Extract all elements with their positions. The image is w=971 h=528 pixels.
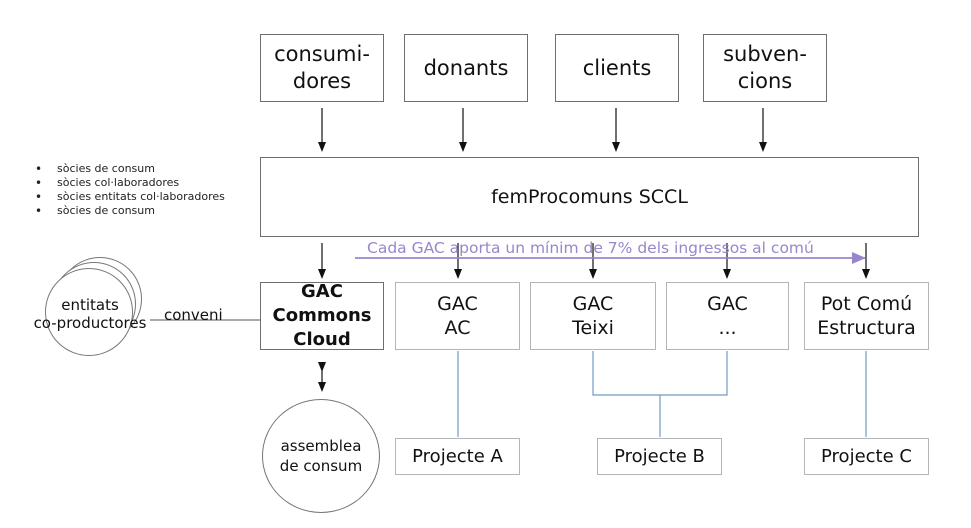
member-type-item: sòcies de consum xyxy=(35,204,225,218)
cooperative-name: femProcomuns SCCL xyxy=(491,186,688,208)
gac-etc: GAC... xyxy=(666,282,789,350)
contribution-note: Cada GAC aporta un mínim de 7% dels ingr… xyxy=(367,239,814,257)
source-clients: clients xyxy=(555,34,679,102)
cooperative-box: femProcomuns SCCL xyxy=(260,157,919,237)
projecte-c: Projecte C xyxy=(804,438,929,475)
projecte-a: Projecte A xyxy=(395,438,520,475)
member-type-item: sòcies entitats col·laboradores xyxy=(35,190,225,204)
source-donants: donants xyxy=(404,34,528,102)
partner-circle xyxy=(45,268,133,356)
source-consumidores: consumi-dores xyxy=(260,34,384,102)
member-type-item: sòcies col·laboradores xyxy=(35,176,225,190)
member-type-item: sòcies de consum xyxy=(35,162,225,176)
member-types-list: sòcies de consum sòcies col·laboradores … xyxy=(35,162,225,218)
source-subvencions: subven-cions xyxy=(703,34,827,102)
conveni-label: conveni xyxy=(164,306,223,324)
link-gacs-projecte-b xyxy=(592,351,728,396)
projecte-b: Projecte B xyxy=(597,438,722,475)
